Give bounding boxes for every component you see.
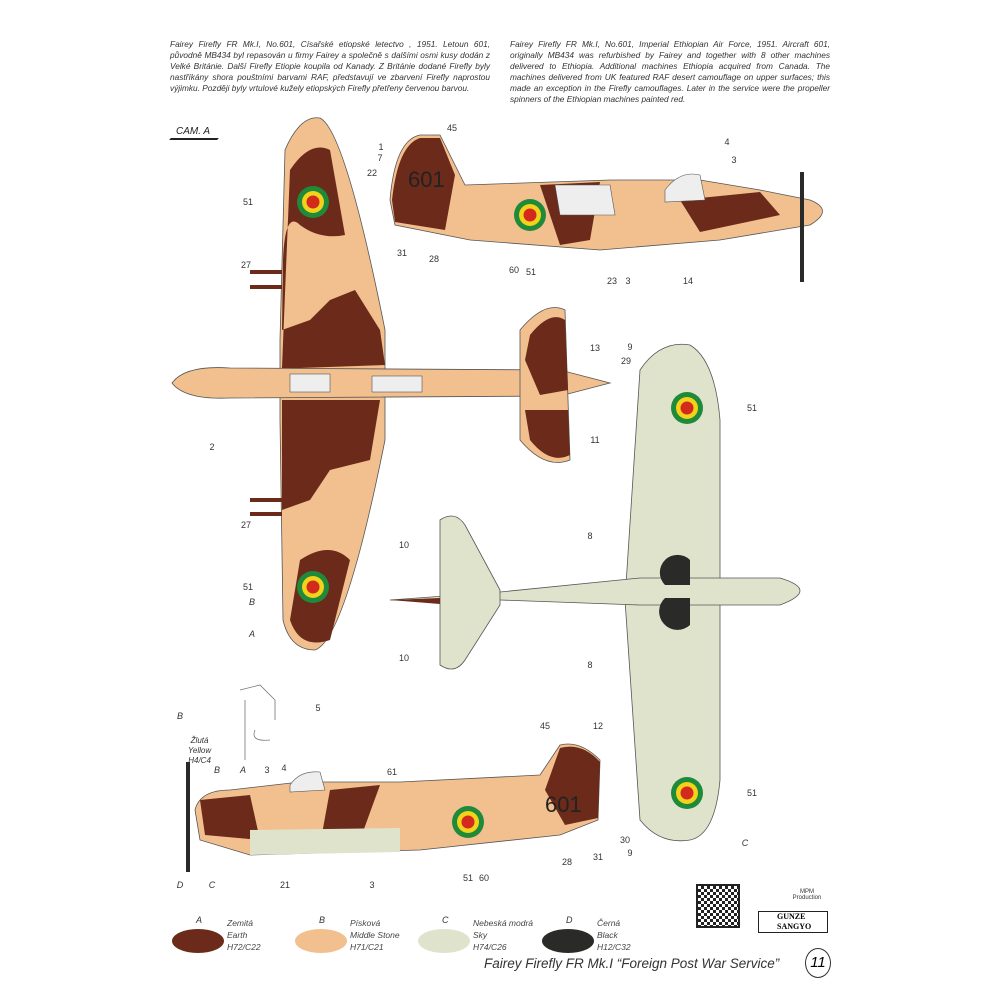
callout: 12	[592, 721, 604, 731]
roundel-icon	[297, 186, 329, 218]
callout: 27	[240, 260, 252, 270]
legend-en: Earth	[227, 930, 248, 940]
description-czech: Fairey Firefly FR Mk.I, No.601, Císařské…	[170, 39, 490, 93]
roundel-icon	[514, 199, 546, 231]
legend-cz: Nebeská modrá	[473, 918, 534, 928]
legend-en: Sky	[473, 930, 488, 940]
color-swatch	[295, 929, 347, 953]
footer-title: Fairey Firefly FR Mk.I “Foreign Post War…	[484, 956, 780, 971]
callout: 27	[240, 520, 252, 530]
yellow-note-cz: Žlutá	[190, 736, 209, 745]
gunze-sangyo-logo: GUNZE SANGYO	[758, 911, 828, 933]
callout: 45	[539, 721, 551, 731]
callout: C	[208, 880, 216, 890]
callout: 23	[606, 276, 618, 286]
legend-code: H12/C32	[597, 942, 631, 952]
callout: A	[239, 765, 247, 775]
callout: 11	[590, 435, 600, 445]
roundel-icon	[297, 571, 329, 603]
side-view-aircraft-upper: 601	[389, 134, 823, 282]
legend-cz: Černá	[597, 918, 621, 928]
callout: 3	[264, 765, 270, 775]
description-english: Fairey Firefly FR Mk.I, No.601, Imperial…	[510, 39, 830, 104]
bottom-view-aircraft	[389, 343, 801, 842]
callout: 51	[525, 267, 537, 277]
callout: 22	[366, 168, 378, 178]
callout: 61	[386, 767, 398, 777]
callout: 3	[625, 276, 631, 286]
legend-code: H72/C22	[227, 942, 261, 952]
side-view-aircraft-lower: 601	[186, 684, 601, 872]
callout: 13	[589, 343, 601, 353]
callout: 21	[279, 880, 291, 890]
yellow-note-en: Yellow	[188, 746, 212, 755]
callout: 51	[242, 582, 254, 592]
color-swatch	[172, 929, 224, 953]
top-view-aircraft	[171, 117, 612, 651]
callout: 1	[378, 142, 384, 152]
legend-cz: Písková	[350, 918, 381, 928]
color-swatch	[542, 929, 594, 953]
qr-code[interactable]	[696, 884, 740, 928]
aircraft-code: 601	[545, 792, 582, 817]
legend-code: H71/C21	[350, 942, 384, 952]
callout: 30	[619, 835, 631, 845]
mpm-logo: MPM Production	[792, 889, 822, 901]
callout: 4	[281, 763, 287, 773]
callout: 31	[592, 852, 604, 862]
callout: 14	[682, 276, 694, 286]
legend-letter: C	[442, 915, 449, 925]
callout: 8	[587, 531, 593, 541]
callout: 51	[242, 197, 254, 207]
camouflage-label: CAM. A	[176, 126, 211, 137]
callout: 9	[627, 342, 633, 352]
aircraft-code: 601	[408, 167, 445, 192]
callout: D	[176, 880, 184, 890]
legend-en: Middle Stone	[350, 930, 400, 940]
callout: A	[248, 629, 256, 639]
callout: 31	[396, 248, 408, 258]
callout: 60	[508, 265, 520, 275]
callout: 29	[620, 356, 632, 366]
page-number: 11	[805, 948, 831, 978]
callout: 8	[587, 660, 593, 670]
callout: 7	[377, 153, 383, 163]
legend-letter: D	[566, 915, 573, 925]
roundel-icon	[671, 777, 703, 809]
roundel-icon	[452, 806, 484, 838]
callout: 9	[627, 848, 633, 858]
legend-en: Black	[597, 930, 618, 940]
callout: 10	[398, 653, 410, 663]
callout: 10	[398, 540, 410, 550]
callout: 3	[369, 880, 375, 890]
callout: 45	[446, 123, 458, 133]
legend-code: H74/C26	[473, 942, 507, 952]
callout: 51	[462, 873, 474, 883]
legend-letter: A	[196, 915, 203, 925]
callout: 28	[561, 857, 573, 867]
callout: 51	[746, 403, 758, 413]
callout: C	[741, 838, 749, 848]
callout: B	[213, 765, 221, 775]
legend-cz: Zemitá	[227, 918, 253, 928]
callout: 51	[746, 788, 758, 798]
yellow-note: Žlutá Yellow H4/C4	[188, 736, 211, 766]
color-swatch	[418, 929, 470, 953]
callout: 2	[209, 442, 215, 452]
callout: B	[176, 711, 184, 721]
legend-letter: B	[319, 915, 326, 925]
callout: B	[248, 597, 256, 607]
callout: 5	[315, 703, 321, 713]
callout: 28	[428, 254, 440, 264]
callout: 3	[731, 155, 737, 165]
yellow-note-code: H4/C4	[188, 756, 211, 765]
roundel-icon	[671, 392, 703, 424]
callout: 60	[478, 873, 490, 883]
callout: 4	[724, 137, 730, 147]
